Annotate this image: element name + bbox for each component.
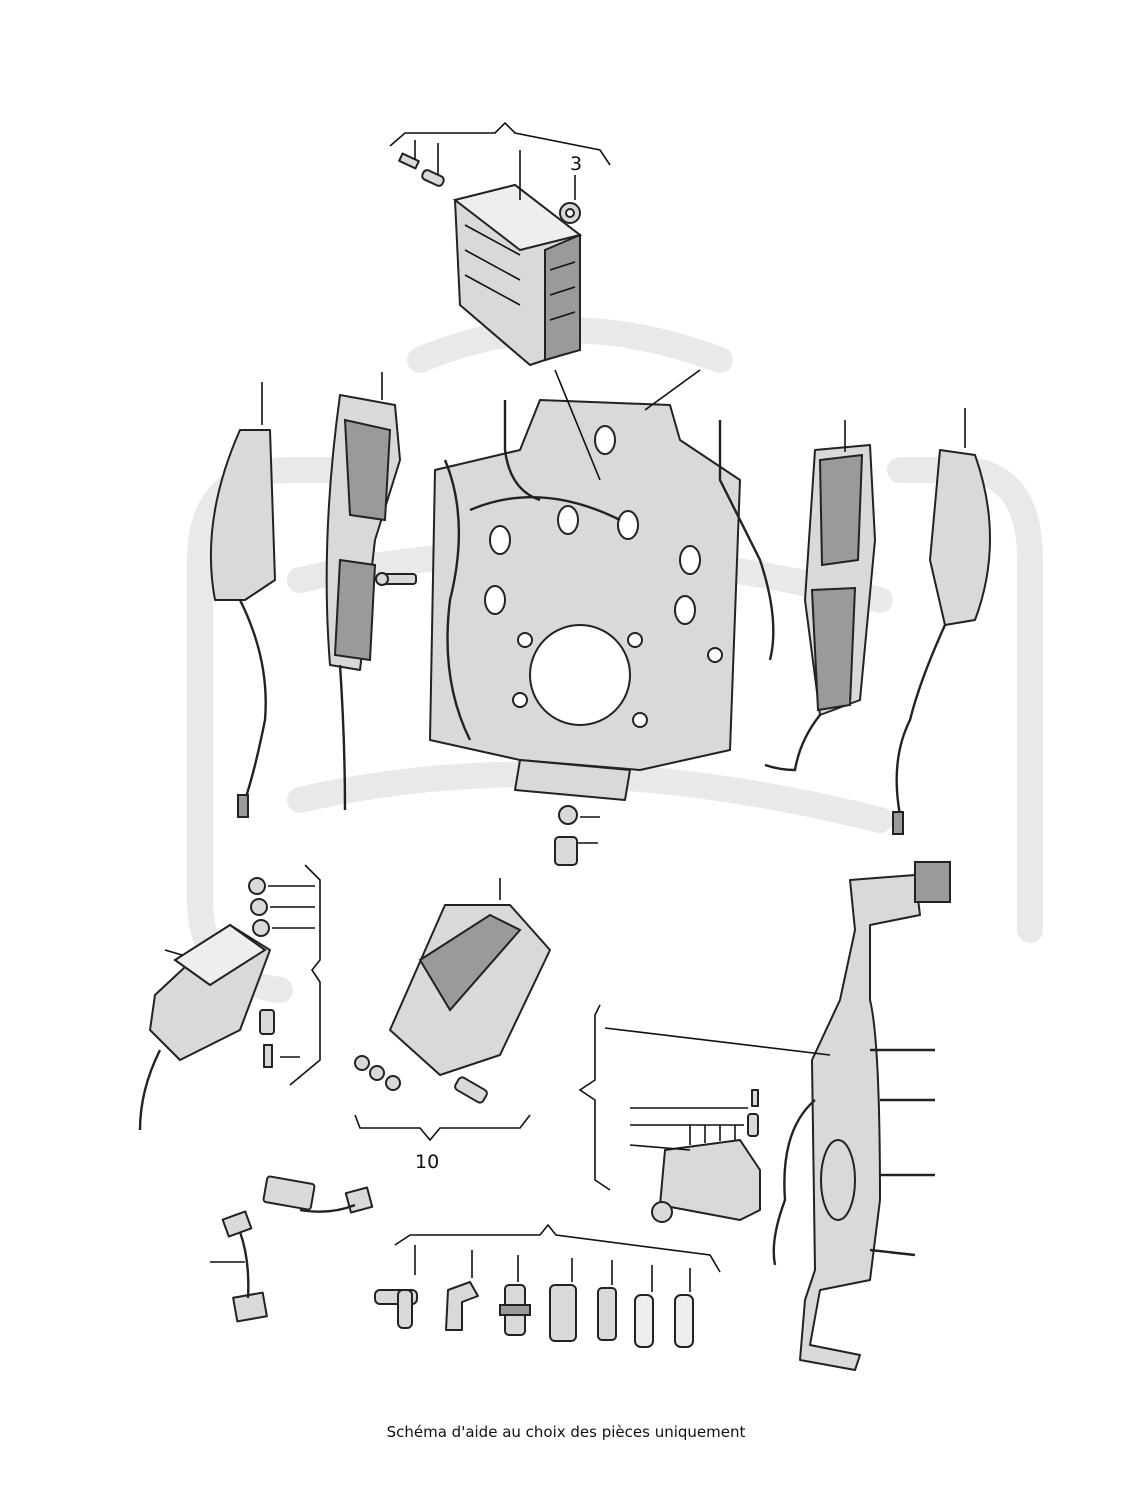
base-plate-leader — [644, 369, 701, 411]
callout-10: 10 — [415, 1151, 439, 1173]
bolt-bottom — [554, 836, 598, 866]
fitting-tube-1 — [634, 1265, 654, 1348]
pin-small — [398, 152, 420, 170]
left-control-unit — [138, 923, 271, 1131]
module-to-plate-leader — [554, 369, 601, 481]
left-unit-bracket — [289, 864, 321, 1086]
washer-stack-center — [354, 1055, 488, 1104]
seat-base-plate — [429, 399, 775, 801]
seat-control-module — [452, 183, 583, 366]
washer-stack-left — [248, 877, 315, 937]
grommet-nut — [559, 202, 581, 224]
left-side-switch-trim — [209, 382, 276, 818]
fitting-reducer — [597, 1260, 617, 1341]
callout-3: 3 — [570, 153, 582, 175]
fitting-tube-2 — [674, 1268, 694, 1348]
center-control-unit — [389, 878, 551, 1076]
main-wiring-harness — [604, 861, 951, 1371]
adapter-cable — [210, 1175, 374, 1323]
bolt-left-unit — [259, 1009, 300, 1068]
center-group-bracket — [354, 1114, 531, 1142]
fittings-group-bracket — [394, 1223, 721, 1273]
nut-bottom — [558, 805, 600, 825]
right-side-switch-trim — [892, 408, 991, 835]
connector-group-bracket — [578, 1004, 611, 1191]
fitting-tee — [374, 1245, 418, 1329]
left-screw — [375, 572, 417, 586]
fitting-elbow — [445, 1250, 479, 1331]
right-side-switch-assembly — [764, 420, 876, 772]
top-group-bracket — [389, 121, 611, 200]
sleeve-small — [421, 169, 445, 187]
fitting-valve — [499, 1255, 531, 1336]
fitting-socket — [549, 1258, 577, 1342]
left-side-switch-assembly — [325, 372, 401, 811]
connector-housing — [629, 1089, 761, 1223]
caption: Schéma d'aide au choix des pièces unique… — [386, 1423, 746, 1441]
